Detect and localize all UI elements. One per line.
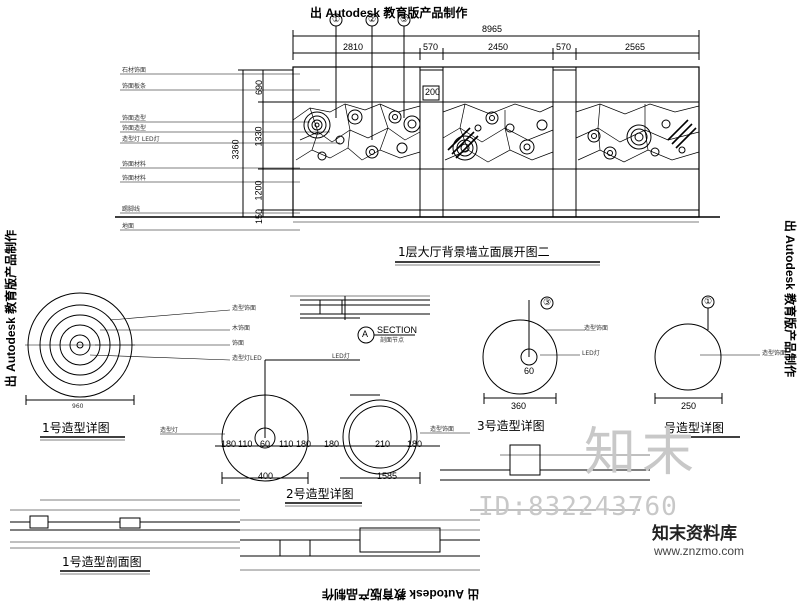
- leader-label-4: 饰面造型: [122, 125, 147, 132]
- watermark-mark: 出: [467, 587, 480, 601]
- detail3-label-2: LED灯: [582, 350, 600, 357]
- detail2-dim-2: 110: [238, 439, 253, 449]
- site-brand: 知末资料库: [652, 524, 737, 544]
- detail2-dim-8: 180: [407, 439, 423, 449]
- height-1: 690: [254, 79, 265, 96]
- total-dimension: 8965: [482, 24, 503, 34]
- bottom-section-drawing: [240, 519, 480, 571]
- site-logo-big: 知末: [583, 423, 700, 483]
- callout-2: ②: [368, 14, 377, 24]
- leader-label-6: 饰面材料: [122, 161, 147, 168]
- detail2-dim-3: 60: [260, 439, 271, 449]
- section-a-drawing: [290, 295, 430, 344]
- leader-label-7: 饰面材料: [122, 175, 147, 182]
- watermark-mark: 出: [4, 375, 19, 388]
- detail-3-drawing: [482, 296, 585, 404]
- right-section-drawing: [440, 444, 650, 511]
- watermark-mark: 出: [783, 219, 798, 232]
- watermark-left: 出 Autodesk 教育版产品制作: [2, 230, 19, 387]
- section1-title: 1号造型剖面图: [62, 555, 142, 569]
- detail3-label-1: 造型饰面: [584, 325, 609, 332]
- leader-label-9: 地面: [122, 223, 135, 230]
- leader-label-5: 造型灯 LED灯: [122, 136, 160, 143]
- section-title: SECTION: [377, 325, 418, 335]
- height-3: 1200: [253, 180, 264, 201]
- detail3-marker: ③: [543, 297, 552, 307]
- watermark-bottom: 出 Autodesk 教育版产品制作: [322, 586, 479, 603]
- leader-label-8: 踢脚线: [122, 206, 141, 213]
- detail4-title: 号造型详图: [664, 421, 725, 435]
- callout-3: ③: [400, 14, 409, 24]
- detail1-label-4: 造型灯LED: [232, 355, 262, 362]
- watermark-top: 出 Autodesk 教育版产品制作: [310, 4, 467, 21]
- leader-label-1: 石材饰面: [122, 67, 147, 74]
- detail-2-drawing: [160, 359, 470, 507]
- dimension-5: 2565: [625, 42, 646, 52]
- detail2-dim-7: 210: [375, 439, 391, 449]
- leader-label-2: 饰面板条: [122, 83, 147, 90]
- detail2-right-label: 造型饰面: [430, 426, 455, 433]
- detail2-led-label: LED灯: [332, 353, 350, 360]
- detail4-label: 造型饰面: [762, 350, 787, 357]
- callout-1: ①: [332, 14, 341, 24]
- detail3-title: 3号造型详图: [477, 419, 545, 433]
- elevation-title: 1层大厅背景墙立面展开图二: [398, 245, 550, 259]
- detail2-dim-6: 180: [324, 439, 340, 449]
- detail-4-drawing: [654, 295, 760, 438]
- watermark-text: Autodesk 教育版产品制作: [4, 229, 19, 372]
- detail3-dim-1: 60: [524, 366, 535, 376]
- detail1-label-1: 造型饰面: [232, 305, 257, 312]
- site-url: www.znzmo.com: [654, 544, 745, 558]
- height-2: 1330: [253, 126, 264, 147]
- detail2-title: 2号造型详图: [286, 487, 354, 501]
- detail2-left-label: 造型灯: [160, 427, 179, 434]
- detail1-title: 1号造型详图: [42, 421, 110, 435]
- detail1-label-3: 饰面: [232, 340, 245, 347]
- watermark-text: Autodesk 教育版产品制作: [325, 6, 468, 20]
- detail2-dim-5: 180: [296, 439, 312, 449]
- small-dimension: 200: [425, 87, 441, 97]
- watermark-mark: 出: [310, 6, 323, 20]
- detail1-dim: 960: [72, 403, 84, 410]
- watermark-text: Autodesk 教育版产品制作: [322, 587, 465, 601]
- dimension-1: 2810: [343, 42, 364, 52]
- height-total: 3360: [230, 139, 241, 160]
- ring-ornament-group: [303, 109, 686, 161]
- detail2-dim-1: 180: [221, 439, 237, 449]
- detail1-label-2: 木饰面: [232, 325, 251, 332]
- dimension-2: 570: [423, 42, 439, 52]
- section-1-drawing: [10, 499, 240, 575]
- detail2-bottom-dim-2: 1585: [377, 471, 398, 481]
- leader-label-3: 饰面造型: [122, 115, 147, 122]
- detail4-dim: 250: [681, 401, 697, 411]
- elevation-drawing: [115, 13, 720, 266]
- dimension-4: 570: [556, 42, 572, 52]
- height-4: 150: [254, 208, 265, 225]
- section-marker: A: [362, 329, 369, 339]
- section-scale: 剖面节点: [380, 337, 405, 344]
- dimension-3: 2450: [488, 42, 509, 52]
- detail2-dim-4: 110: [279, 439, 294, 449]
- detail2-bottom-dim-1: 400: [258, 471, 274, 481]
- site-id: ID:832243760: [478, 492, 678, 522]
- detail3-dim-2: 360: [511, 401, 527, 411]
- detail-1-drawing: [25, 292, 231, 441]
- detail4-marker: ①: [704, 296, 713, 306]
